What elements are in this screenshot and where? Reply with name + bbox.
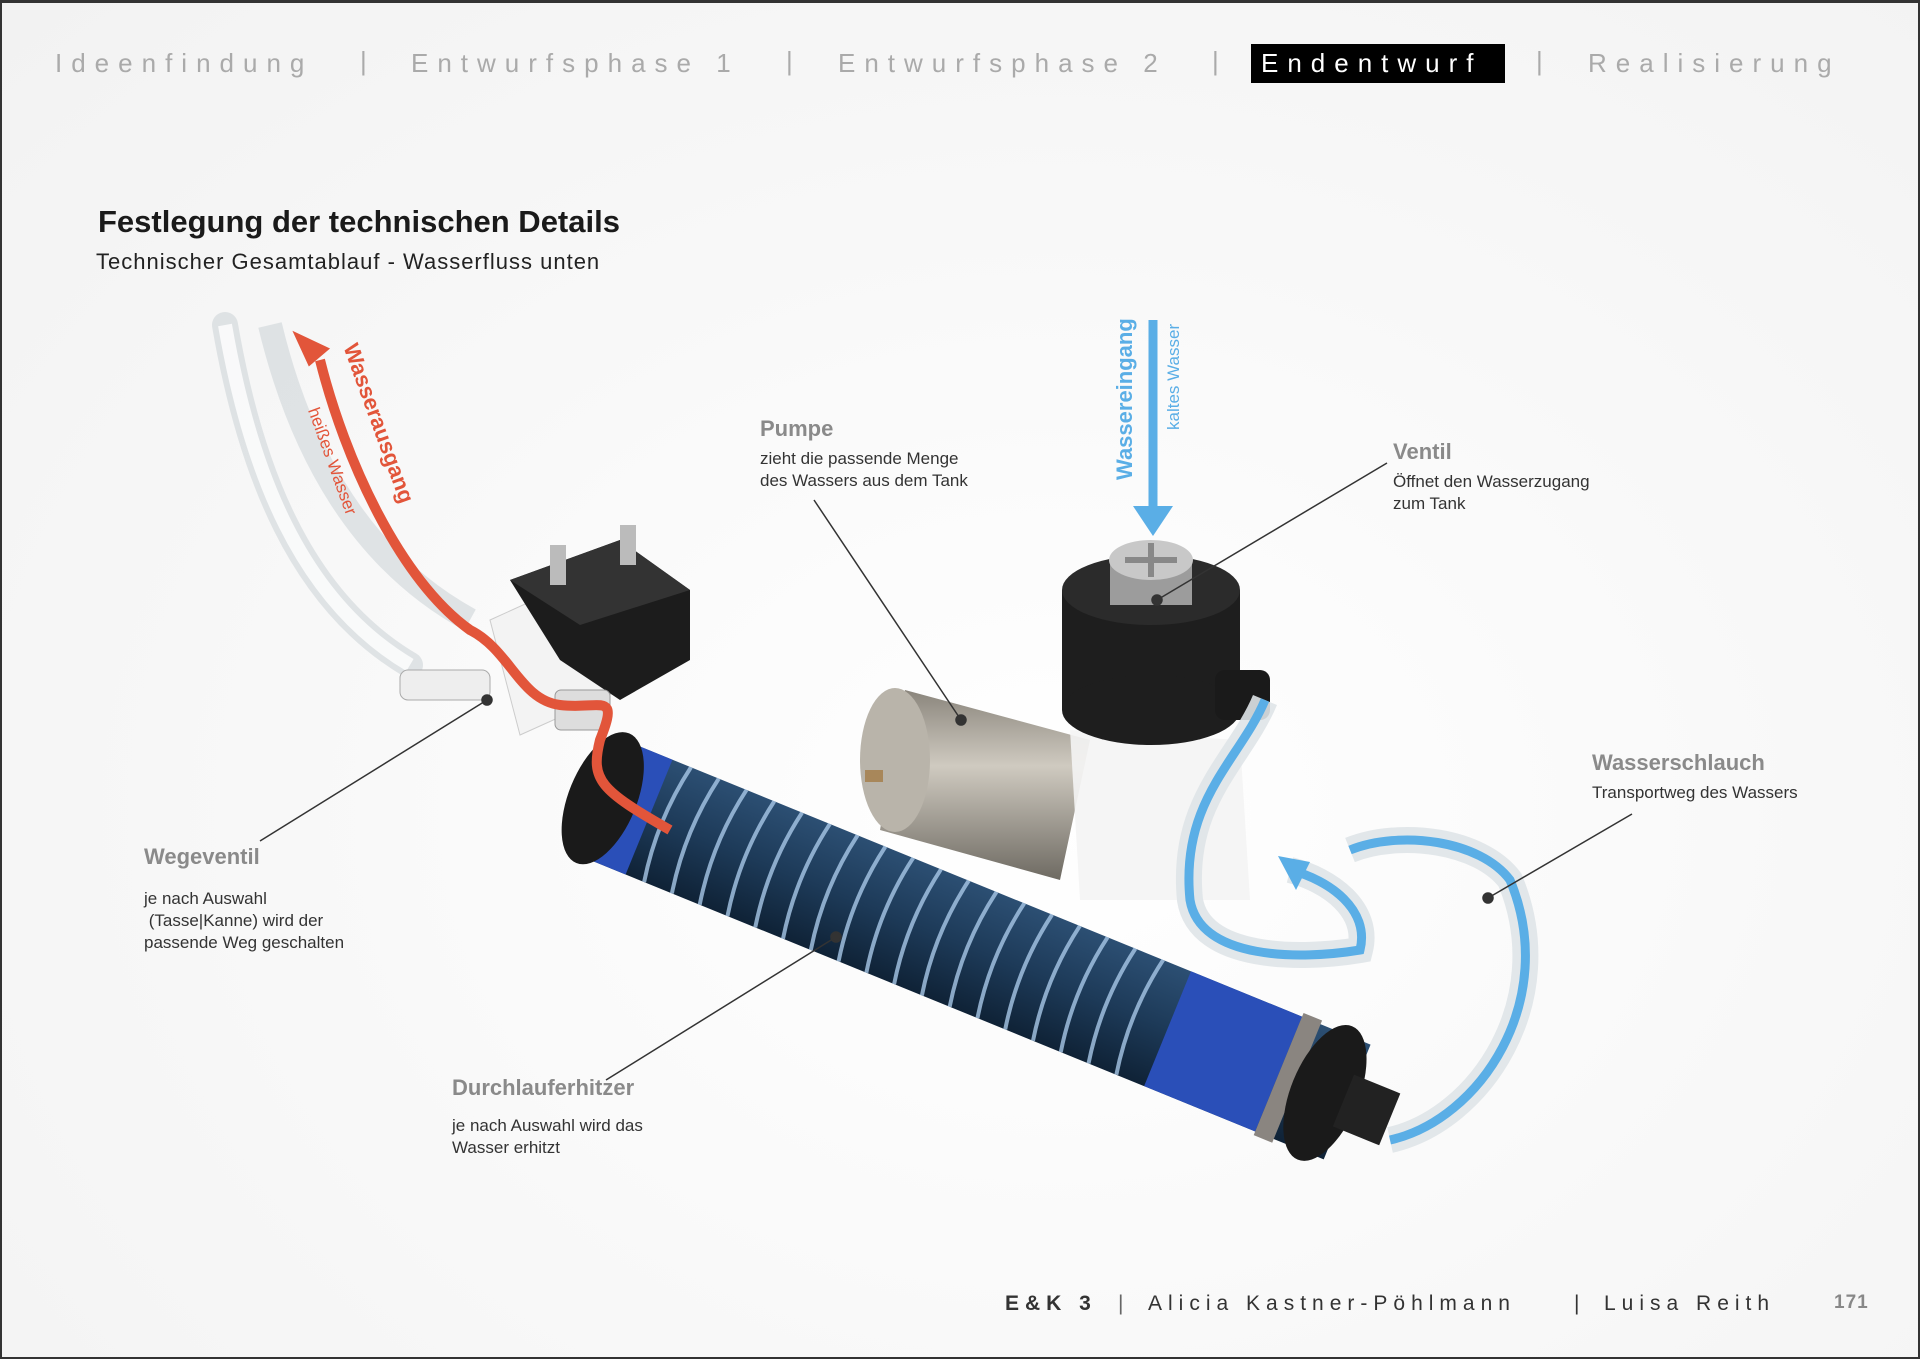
page-number: 171 [1834,1292,1869,1313]
nav-entwurfsphase-1[interactable]: Entwurfsphase 1 [411,48,740,78]
annotation-text: zieht die passende Menge des Wassers aus… [760,449,968,490]
annotation-text: je nach Auswahl (Tasse|Kanne) wird der p… [144,889,345,952]
annotation-ventil: Ventil Öffnet den Wasserzugang zum Tank [1393,439,1590,515]
annotation-title: Ventil [1393,439,1452,464]
annotation-wegeventil: Wegeventil je nach Auswahl (Tasse|Kanne)… [144,844,344,954]
page-subtitle: Technischer Gesamtablauf - Wasserfluss u… [96,249,601,274]
annotation-wasserschlauch: Wasserschlauch Transportweg des Wassers [1592,750,1798,804]
annotation-text: Öffnet den Wasserzugang zum Tank [1393,472,1590,513]
nav-separator: | [360,46,367,76]
annotation-title: Wasserschlauch [1592,750,1765,775]
footer-course: E&K 3 [1005,1292,1097,1315]
annotation-title: Pumpe [760,416,834,441]
footer-separator: | [1574,1292,1586,1315]
nav-realisierung[interactable]: Realisierung [1588,48,1841,78]
page-title: Festlegung der technischen Details [98,204,620,239]
annotation-pumpe: Pumpe zieht die passende Menge des Wasse… [760,416,968,492]
durchlauferhitzer-part [561,732,1401,1161]
wegeventil-part [399,525,690,736]
nav-entwurfsphase-2[interactable]: Entwurfsphase 2 [838,48,1167,78]
footer-author-2: Luisa Reith [1604,1292,1776,1315]
nav-separator: | [1536,46,1543,76]
nav-endentwurf[interactable]: Endentwurf [1251,44,1505,83]
nav-separator: | [786,46,793,76]
annotation-text: je nach Auswahl wird das Wasser erhitzt [452,1116,643,1157]
footer-separator: | [1118,1292,1130,1315]
footer-author-1: Alicia Kastner-Pöhlmann [1148,1292,1516,1315]
ventil-part [1062,540,1270,745]
annotation-title: Durchlauferhitzer [452,1075,635,1100]
nav-ideenfindung[interactable]: Ideenfindung [55,48,314,78]
pumpe-part [860,688,1250,900]
annotation-title: Wegeventil [144,844,260,869]
nav-separator: | [1212,46,1219,76]
annotation-text: Transportweg des Wassers [1592,783,1798,802]
annotation-durchlauferhitzer: Durchlauferhitzer je nach Auswahl wird d… [452,1075,643,1159]
